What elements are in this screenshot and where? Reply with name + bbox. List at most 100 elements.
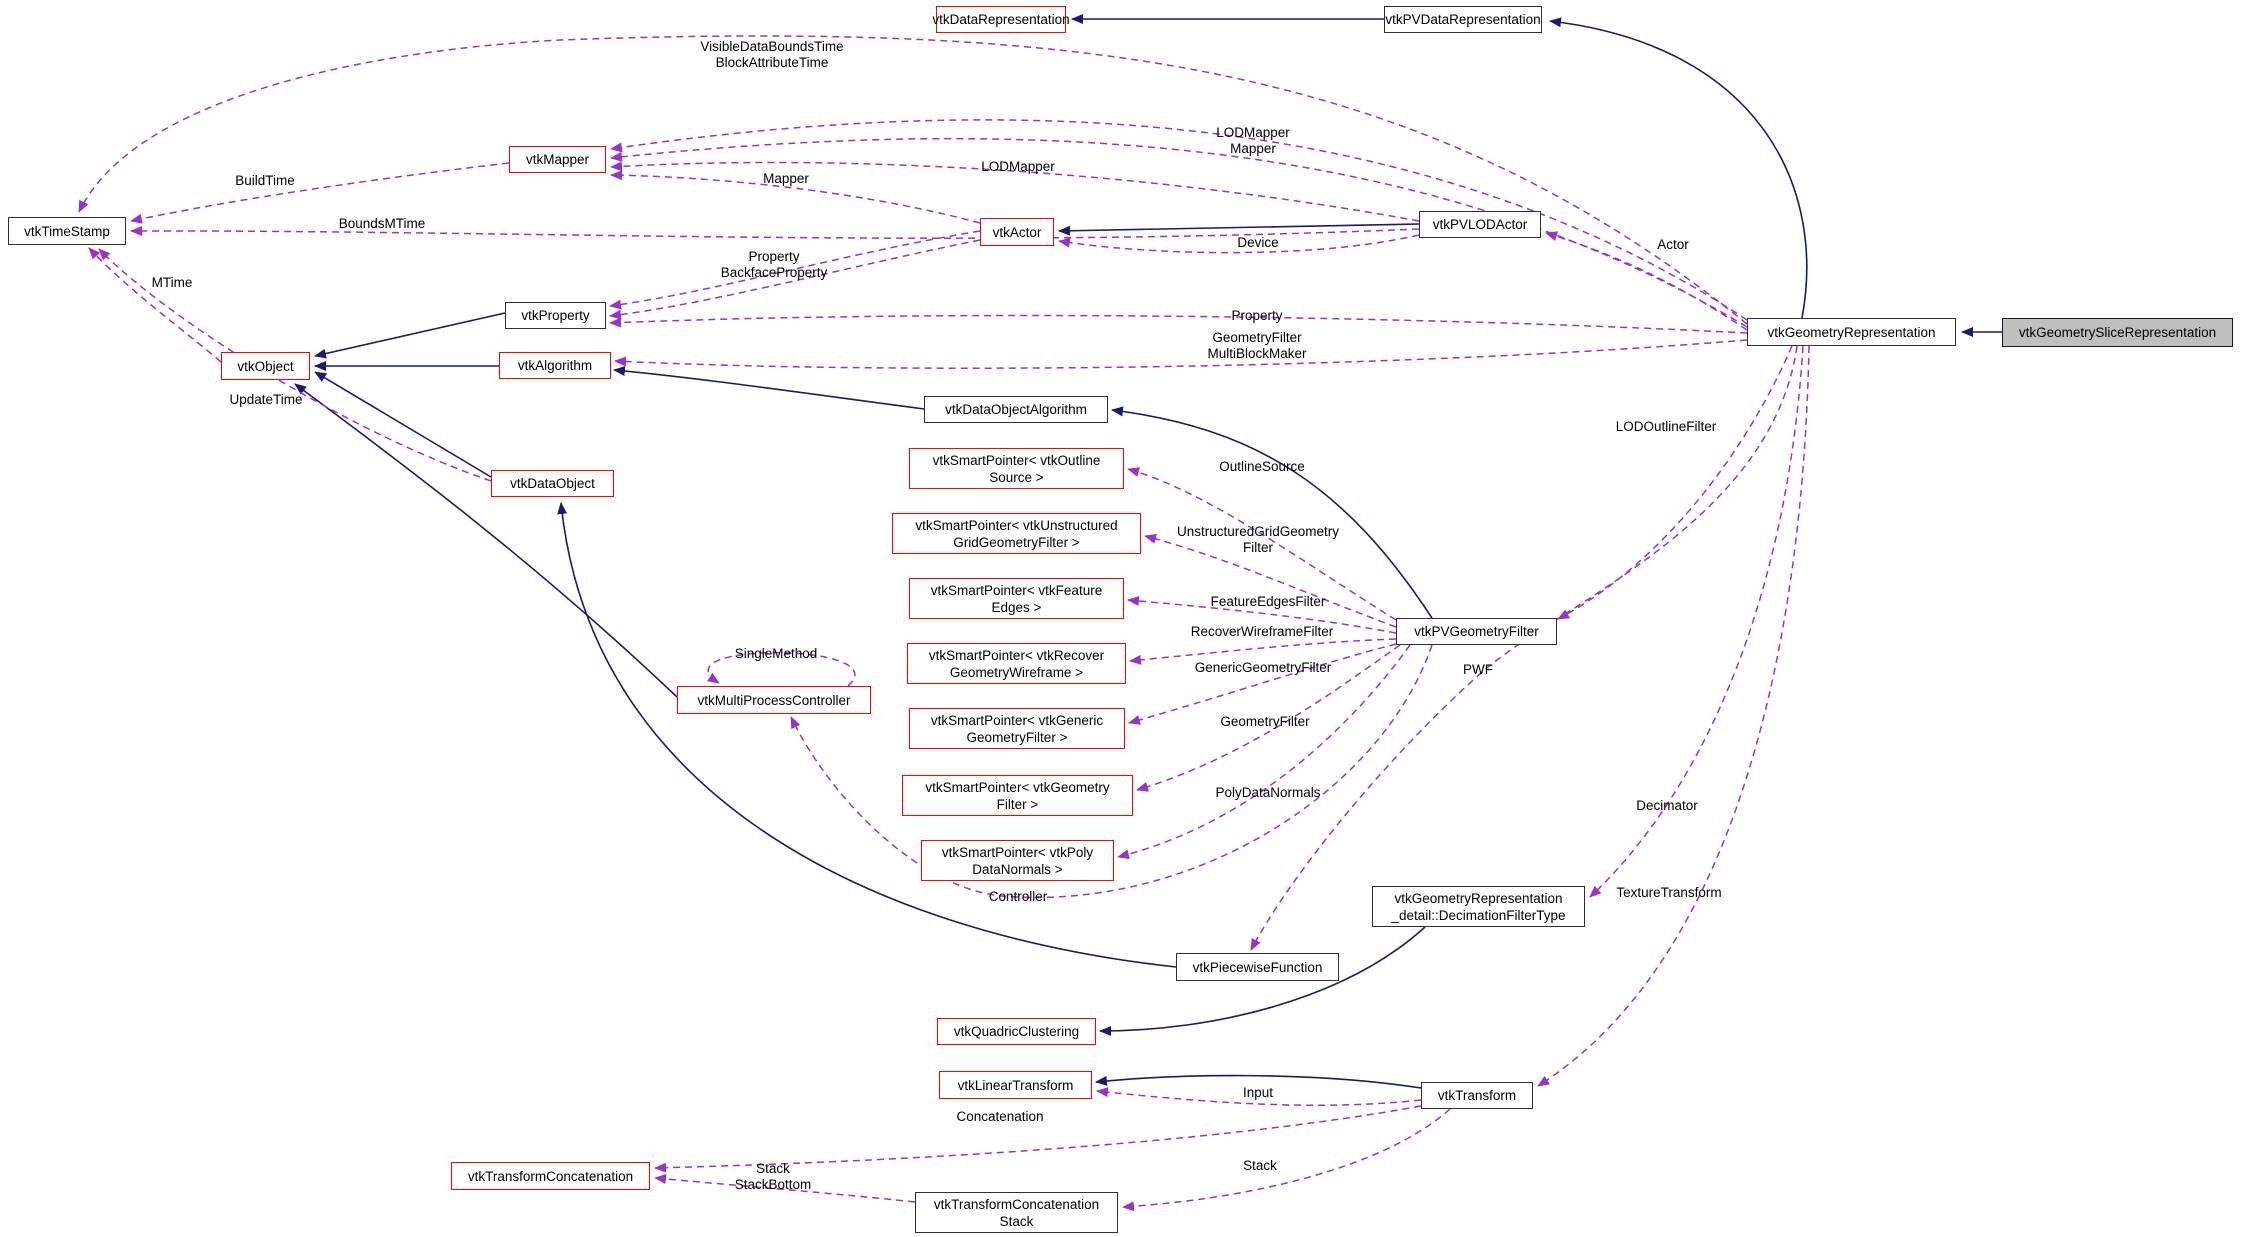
edge-label-decimator: Decimator (1636, 798, 1698, 814)
edge-usage-geomrep-property (609, 314, 1748, 334)
class-box-label: GeometryWireframe > (949, 664, 1084, 680)
edge-label-line: GeometryFilter (1212, 330, 1302, 345)
edge-label-line: LODMapper (981, 159, 1055, 174)
class-box-vtkTransformConcatenation[interactable]: vtkTransformConcatenation (451, 1162, 650, 1190)
edge-label-line: LODMapper (1216, 125, 1290, 140)
class-box-vtkPVDataRepresentation[interactable]: vtkPVDataRepresentation (1384, 6, 1542, 33)
class-box-vtkPVGeometryFilter[interactable]: vtkPVGeometryFilter (1396, 618, 1557, 645)
edge-label-line: Controller (988, 889, 1048, 904)
class-box-vtkDataObject[interactable]: vtkDataObject (491, 470, 614, 497)
class-box-label: vtkSmartPointer< vtkGeometry (925, 779, 1110, 795)
edge-label-geometry-filter: GeometryFilter (1220, 714, 1309, 730)
class-box-label: vtkGeometrySliceRepresentation (2018, 325, 2217, 340)
class-box-vtkPiecewiseFunction[interactable]: vtkPiecewiseFunction (1176, 953, 1339, 981)
class-box-label: vtkDataObject (510, 476, 595, 491)
class-box-label: vtkLinearTransform (957, 1077, 1074, 1093)
edge-label-line: Stack (1243, 1158, 1277, 1173)
edge-usage-singlemethod (707, 651, 856, 687)
edge-label-line: UpdateTime (229, 392, 303, 407)
class-box-label: vtkMultiProcessController (697, 692, 851, 708)
edge-inherit-mpc-to-object (294, 383, 678, 698)
edge-label-polydata-normals: PolyDataNormals (1215, 785, 1320, 801)
edge-label-line: Input (1242, 1085, 1274, 1100)
class-box-label: vtkGeometryRepresentation (1394, 890, 1563, 906)
class-box-decimation-filter-type[interactable]: vtkGeometryRepresentation_detail::Decima… (1372, 886, 1585, 927)
edge-label-texture-transform: TextureTransform (1616, 885, 1721, 901)
class-box-vtkGeometryRepresentation[interactable]: vtkGeometryRepresentation (1747, 318, 1956, 346)
class-box-vtkTransform[interactable]: vtkTransform (1421, 1082, 1533, 1109)
edge-usage-controller (790, 644, 1433, 899)
class-box-vtkMultiProcessController[interactable]: vtkMultiProcessController (677, 686, 871, 714)
class-box-label: vtkDataRepresentation (932, 12, 1070, 27)
class-box-vtkTimeStamp[interactable]: vtkTimeStamp (8, 217, 126, 245)
edge-label-line: BuildTime (235, 173, 295, 188)
class-box-label: _detail::DecimationFilterType (1391, 907, 1566, 923)
edge-usage-stack (1122, 1108, 1451, 1212)
edge-usage-genericgeometry (1128, 643, 1397, 725)
class-box-label: Stack (999, 1213, 1034, 1229)
edge-label-line: StackBottom (734, 1177, 812, 1192)
edge-label-line: Device (1237, 235, 1279, 250)
class-box-vtkAlgorithm[interactable]: vtkAlgorithm (499, 352, 611, 379)
class-box-vtkDataObjectAlgorithm[interactable]: vtkDataObjectAlgorithm (924, 396, 1108, 423)
class-box-vtkGeometrySliceRepresentation[interactable]: vtkGeometrySliceRepresentation (2002, 318, 2233, 347)
edge-inherit-pvlodactor-to-actor (1058, 223, 1420, 236)
edge-label-bounds-mtime: BoundsMTime (339, 216, 426, 232)
edge-usage-boundsmtime (130, 225, 1420, 239)
class-box-label: vtkPVGeometryFilter (1414, 624, 1539, 639)
class-box-vtkDataRepresentation[interactable]: vtkDataRepresentation (932, 6, 1070, 33)
edge-label-line: VisibleDataBoundsTime (700, 39, 844, 54)
edge-label-line: SingleMethod (734, 646, 818, 661)
edge-usage-stack-stackbottom (654, 1174, 916, 1203)
edge-label-device: Device (1237, 235, 1278, 251)
edge-usage-actor (1545, 231, 1748, 331)
class-box-label: vtkObject (237, 358, 294, 374)
edge-usage-buildtime (130, 162, 510, 224)
edge-inherit-geomrep-to-pvdatarep (1549, 17, 1808, 319)
class-box-label: vtkSmartPointer< vtkOutline (932, 452, 1101, 468)
edge-label-recover-wireframe-filter: RecoverWireframeFilter (1191, 624, 1334, 640)
class-box-label: vtkTransformConcatenation (933, 1196, 1100, 1212)
edge-usage-mtime (88, 247, 222, 363)
class-box-vtkQuadricClustering[interactable]: vtkQuadricClustering (937, 1018, 1096, 1045)
edge-label-controller: Controller (989, 889, 1048, 905)
class-box-vtkActor[interactable]: vtkActor (980, 218, 1054, 246)
edge-label-input: Input (1243, 1085, 1273, 1101)
edge-label-line: UnstructuredGridGeometry (1176, 524, 1340, 539)
edge-inherit-pvgeomfilter-to-dataobjalg (1111, 406, 1433, 619)
edge-label-lodmapper: LODMapper (981, 159, 1055, 175)
edge-label-build-time: BuildTime (235, 173, 295, 189)
class-box-label: vtkSmartPointer< vtkFeature (930, 582, 1103, 598)
class-box-vtkMapper[interactable]: vtkMapper (509, 146, 606, 173)
edge-usage-unstructuredgrid (1144, 533, 1397, 628)
edge-label-line: MTime (151, 275, 193, 290)
edge-usage-geometryfilter (1136, 644, 1401, 792)
class-box-vtkProperty[interactable]: vtkProperty (505, 302, 606, 329)
edge-label-line: Actor (1657, 237, 1689, 252)
class-box-label: Edges > (991, 599, 1042, 615)
edge-label-outline-source: OutlineSource (1219, 459, 1305, 475)
class-box-vtkPVLODActor[interactable]: vtkPVLODActor (1419, 211, 1541, 238)
edge-usage-decimator (1589, 345, 1804, 898)
edge-label-line: PolyDataNormals (1215, 785, 1321, 800)
edge-usage-geomrep-mapper (610, 137, 1748, 328)
edge-label-property: Property (1231, 308, 1282, 324)
class-box-vtkLinearTransform[interactable]: vtkLinearTransform (939, 1071, 1092, 1099)
edge-inherit-transform-to-lineartransform (1095, 1074, 1422, 1089)
class-box-vtkObject[interactable]: vtkObject (221, 352, 310, 380)
edge-label-stack: Stack (1243, 1158, 1277, 1174)
class-box-label: vtkDataObjectAlgorithm (945, 402, 1087, 417)
edge-usage-updatetime (98, 248, 492, 482)
